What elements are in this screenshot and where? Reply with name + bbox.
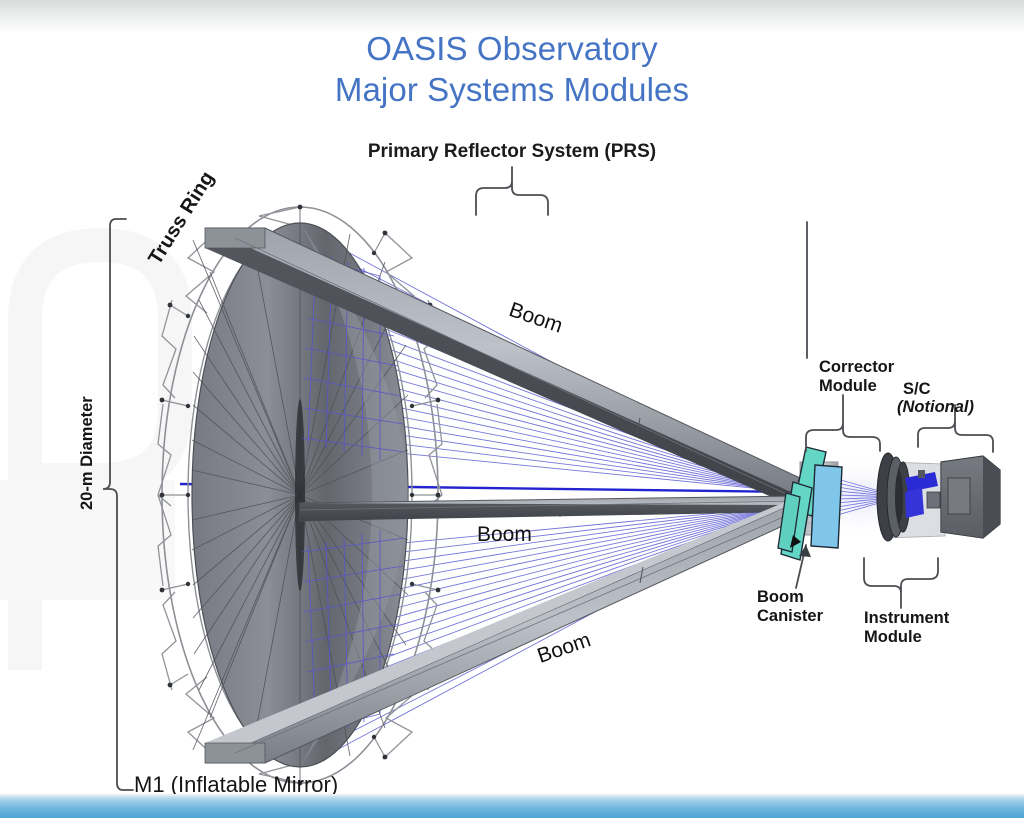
prs-bracket — [475, 180, 549, 216]
instrument-module-label: Instrument Module — [864, 609, 950, 646]
boom-canister-label: Boom Canister — [757, 588, 824, 625]
spacecraft-bracket — [917, 420, 994, 453]
corrector-module-bracket — [805, 422, 881, 452]
m1-mirror-label: M1 (Inflatable Mirror) — [134, 772, 339, 797]
instrument-module-assembly — [876, 452, 946, 542]
spacecraft-label: S/C — [903, 380, 931, 398]
bottom-accent-bar — [0, 796, 1024, 818]
boom-canister-marker — [790, 535, 801, 548]
corrector-module-assembly — [777, 446, 843, 561]
boom-label-middle: Boom — [477, 523, 532, 546]
corrector-optic-short — [777, 492, 801, 553]
m1-inflatable-mirror — [191, 222, 409, 768]
boom-canister-arrowhead — [799, 545, 811, 557]
spacecraft-notional-label: (Notional) — [897, 398, 974, 416]
diameter-bracket — [102, 218, 134, 791]
diameter-label: 20-m Diameter — [78, 396, 96, 510]
bottom-bar-highlight — [0, 794, 1024, 796]
optical-bench-blue-b — [905, 488, 924, 518]
instrument-module-bracket — [863, 557, 939, 594]
slide-title: OASIS Observatory Major Systems Modules — [334, 30, 690, 108]
boom-middle — [299, 495, 799, 522]
corrector-blue-element — [810, 464, 843, 549]
corrector-module-label: Corrector Module — [819, 358, 895, 395]
optical-bench-blue-a — [905, 472, 938, 492]
spacecraft-bus — [940, 455, 1001, 539]
primary-reflector-system-label: Primary Reflector System (PRS) — [367, 141, 657, 162]
